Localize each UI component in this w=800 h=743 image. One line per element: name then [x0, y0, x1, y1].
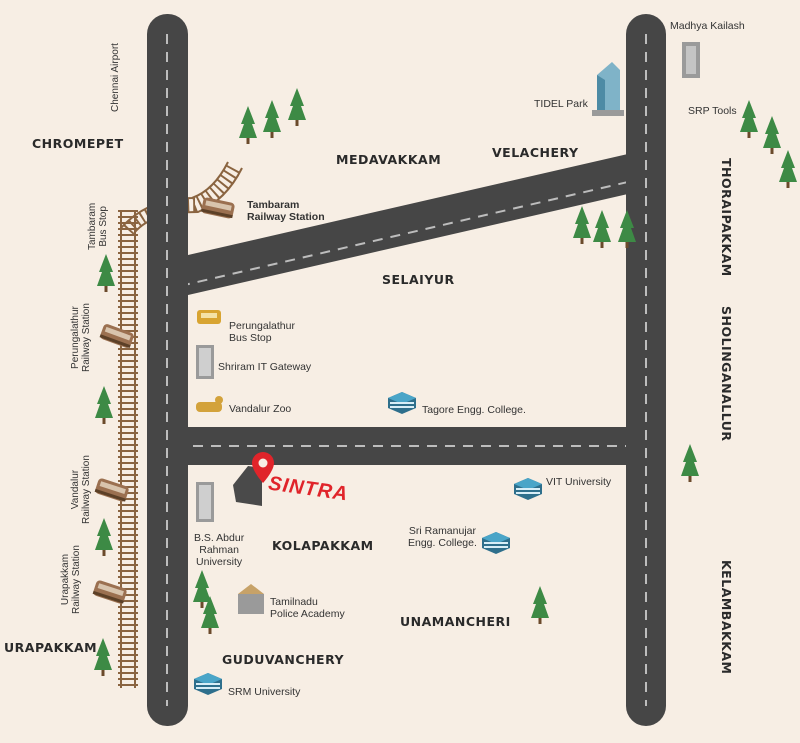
landmark-sri-ramanujar-college: Sri Ramanujar Engg. College.: [408, 525, 477, 549]
area-medavakkam: MEDAVAKKAM: [336, 152, 442, 167]
landmark-shriram-it-gateway: Shriram IT Gateway: [218, 361, 312, 373]
landmark-chennai-airport: Chennai Airport: [110, 43, 121, 112]
landmark-tambaram-station: Tambaram Railway Station: [247, 199, 325, 223]
landmark-perungalathur-bus-stop: Perungalathur Bus Stop: [229, 320, 295, 344]
landmark-tambaram-bus-stop: Tambaram Bus Stop: [87, 202, 109, 250]
landmark-srm-university: SRM University: [228, 686, 301, 698]
area-guduvanchery: GUDUVANCHERY: [222, 652, 345, 667]
area-unamancheri: UNAMANCHERI: [400, 614, 511, 629]
landmark-tidel-park: TIDEL Park: [534, 98, 588, 110]
area-urapakkam: URAPAKKAM: [4, 640, 98, 655]
area-chromepet: CHROMEPET: [32, 136, 124, 151]
landmark-madhya-kailash: Madhya Kailash: [670, 20, 745, 32]
trees: [94, 88, 797, 676]
landmark-urapakkam-station: Urapakkam Railway Station: [60, 545, 82, 614]
area-selaiyur: SELAIYUR: [382, 272, 455, 287]
area-velachery: VELACHERY: [492, 145, 579, 160]
landmark-vandalur-station: Vandalur Railway Station: [70, 455, 92, 524]
area-sholinganallur: SHOLINGANALLUR: [719, 306, 734, 442]
roads: [147, 14, 666, 726]
area-thoraipakkam: THORAIPAKKAM: [719, 158, 734, 277]
landmark-police-academy: Tamilnadu Police Academy: [270, 596, 345, 620]
landmark-vandalur-zoo: Vandalur Zoo: [229, 403, 292, 415]
landmark-bs-abdur-rahman-university: B.S. Abdur Rahman University: [194, 532, 245, 568]
landmark-srp-tools: SRP Tools: [688, 105, 737, 117]
landmark-perungalathur-station: Perungalathur Railway Station: [70, 303, 92, 372]
landmark-tagore-college: Tagore Engg. College.: [422, 404, 526, 416]
project-marker: [233, 452, 274, 506]
area-kelambakkam: KELAMBAKKAM: [719, 560, 734, 675]
buildings: [196, 42, 700, 614]
area-kolapakkam: KOLAPAKKAM: [272, 538, 374, 553]
landmark-vit-university: VIT University: [546, 476, 612, 488]
